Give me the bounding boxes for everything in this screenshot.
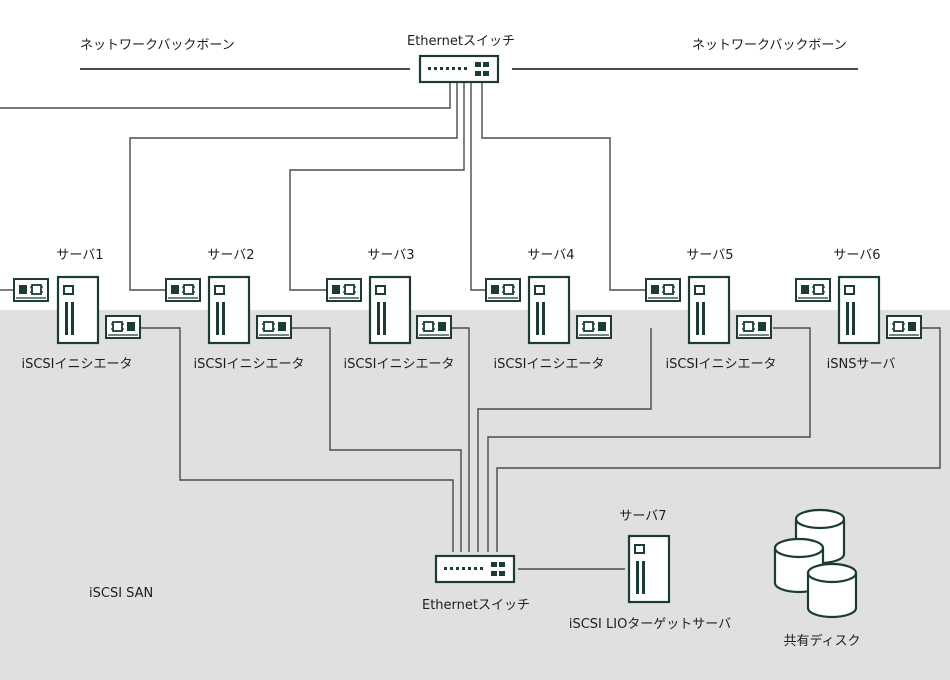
shared-disk-label: 共有ディスク <box>783 634 861 649</box>
link-san-server4 <box>477 328 652 552</box>
target-server-name: サーバ7 <box>619 509 667 524</box>
server-5-name: サーバ5 <box>686 248 734 263</box>
link-top-server4 <box>470 83 486 291</box>
shared-disk-icon <box>773 508 858 619</box>
target-server-tower-icon <box>627 534 671 604</box>
disk-cylinder-icon <box>806 562 858 619</box>
server-3-device <box>326 275 452 345</box>
server-5-back-nic-icon <box>736 315 772 339</box>
backbone-right-label: ネットワークバックボーン <box>692 38 847 53</box>
san-links <box>141 327 941 570</box>
server-3-role: iSCSIイニシエータ <box>343 357 455 372</box>
top-switch-links <box>0 83 646 291</box>
backbone-left-label: ネットワークバックボーン <box>80 38 235 53</box>
server-2-device <box>165 275 292 345</box>
bottom-switch-icon <box>434 554 516 584</box>
link-san-server5 <box>487 327 811 552</box>
server-2-back-nic-icon <box>256 315 292 339</box>
server-2-role: iSCSIイニシエータ <box>193 357 305 372</box>
server-4-name: サーバ4 <box>527 248 575 263</box>
server-1-role: iSCSIイニシエータ <box>21 357 133 372</box>
link-san-server1 <box>141 327 454 552</box>
server-6-name: サーバ6 <box>833 248 881 263</box>
target-server-role: iSCSI LIOターゲットサーバ <box>568 617 732 632</box>
link-top-server3 <box>289 83 465 291</box>
server-5-role: iSCSIイニシエータ <box>665 357 777 372</box>
link-top-server5 <box>481 83 646 291</box>
server-6-device <box>795 275 922 345</box>
top-switch-label: Ethernetスイッチ <box>407 34 515 49</box>
server-6-role: iSNSサーバ <box>826 357 896 372</box>
server-5-front-nic-icon <box>645 278 681 302</box>
top-switch-icon <box>418 54 500 84</box>
server-3-front-nic-icon <box>326 278 362 302</box>
server-2-front-nic-icon <box>165 278 201 302</box>
server-1-device <box>13 275 141 345</box>
server-4-front-nic-icon <box>485 278 521 302</box>
server-2-tower-icon <box>207 275 251 345</box>
server-6-front-nic-icon <box>795 278 831 302</box>
server-6-tower-icon <box>837 275 881 345</box>
server-6-back-nic-icon <box>886 315 922 339</box>
link-san-server6 <box>496 327 941 552</box>
server-3-tower-icon <box>368 275 412 345</box>
san-zone <box>0 310 950 680</box>
server-1-name: サーバ1 <box>56 248 104 263</box>
link-san-server2 <box>291 327 462 552</box>
link-san-server3 <box>451 327 470 552</box>
server-5-tower-icon <box>687 275 731 345</box>
server-3-back-nic-icon <box>416 315 452 339</box>
server-3-name: サーバ3 <box>367 248 415 263</box>
server-4-back-nic-icon <box>576 315 612 339</box>
link-top-server1 <box>0 83 451 109</box>
server-5-device <box>645 275 772 345</box>
bottom-switch-label: Ethernetスイッチ <box>422 598 530 613</box>
server-2-name: サーバ2 <box>207 248 255 263</box>
server-4-tower-icon <box>527 275 571 345</box>
server-4-role: iSCSIイニシエータ <box>493 357 605 372</box>
server-1-back-nic-icon <box>105 315 141 339</box>
san-label: iSCSI SAN <box>89 586 154 601</box>
server-1-front-nic-icon <box>13 278 49 302</box>
link-top-server2 <box>129 83 458 291</box>
server-4-device <box>485 275 612 345</box>
server-1-tower-icon <box>56 275 100 345</box>
